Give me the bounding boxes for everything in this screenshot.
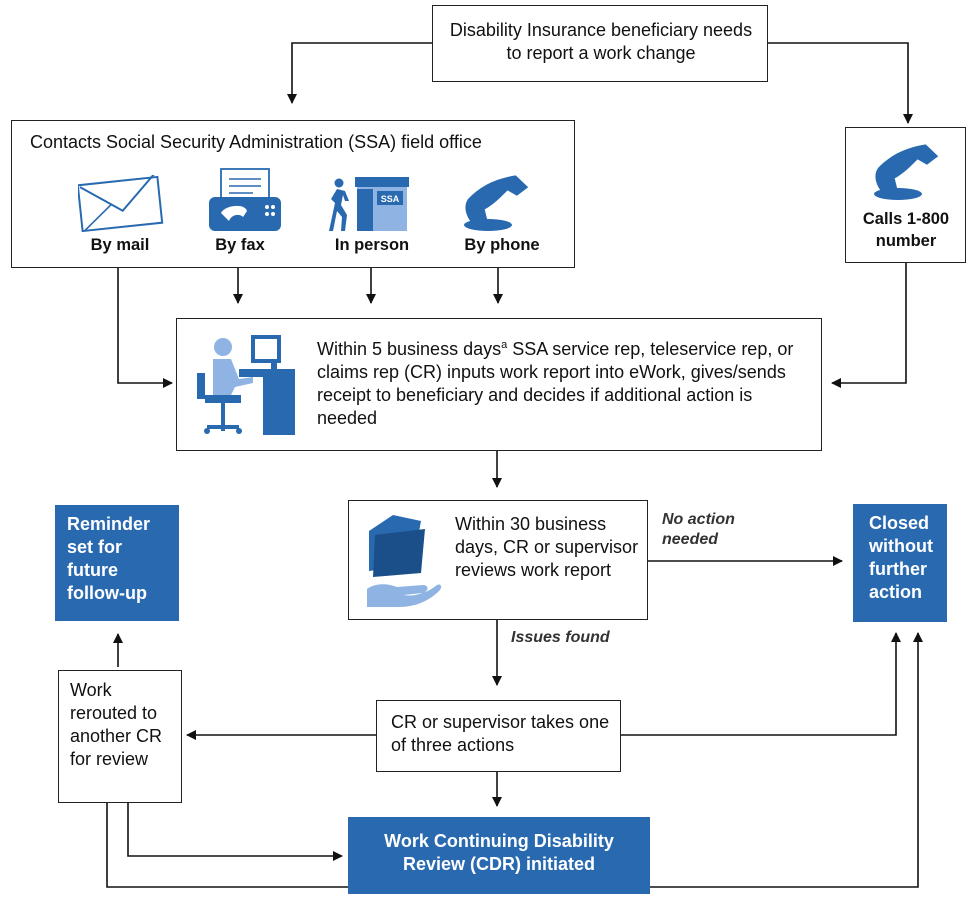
edge-label-no-action: No action needed <box>662 511 735 548</box>
envelope-icon <box>78 175 164 233</box>
reminder-node-text: Reminder set for future follow-up <box>67 514 151 603</box>
fax-icon <box>209 168 281 231</box>
rerouted-node-text: Work rerouted to another CR for review <box>70 680 163 769</box>
field-office-node: Contacts Social Security Administration … <box>11 120 575 268</box>
arrow-rerouted-to-cdr <box>127 803 343 861</box>
ssa-sign-text: SSA <box>381 194 400 204</box>
arrow-start-to-call-center <box>768 42 913 124</box>
start-node: Disability Insurance beneficiary needs t… <box>432 5 768 82</box>
person-at-computer-icon <box>197 335 295 435</box>
call-center-node: Calls 1-800 number <box>845 127 966 263</box>
call-center-label: Calls 1-800 number <box>862 210 950 250</box>
field-office-title: Contacts Social Security Administration … <box>30 132 482 152</box>
method-label-fax: By fax <box>215 236 265 254</box>
reminder-node: Reminder set for future follow-up <box>55 505 179 621</box>
input-node-text-pre: Within 5 business days <box>317 339 502 359</box>
actions-node: CR or supervisor takes one of three acti… <box>376 700 621 772</box>
method-label-mail: By mail <box>90 236 150 254</box>
closed-node: Closed without further action <box>853 504 947 622</box>
cdr-node: Work Continuing Disability Review (CDR) … <box>348 817 650 894</box>
folder-in-hand-icon <box>367 515 442 607</box>
phone-handset-icon <box>874 144 939 200</box>
rerouted-node: Work rerouted to another CR for review <box>58 670 182 803</box>
closed-node-text: Closed without further action <box>869 513 933 602</box>
footnote-marker: a <box>501 339 508 351</box>
edge-label-issues: Issues found <box>511 629 610 646</box>
method-label-phone: By phone <box>464 236 540 254</box>
input-node-text-post: SSA service rep, teleservice rep, or cla… <box>317 339 794 428</box>
start-node-text: Disability Insurance beneficiary needs t… <box>449 20 753 63</box>
actions-node-text: CR or supervisor takes one of three acti… <box>391 712 610 755</box>
review-node: Within 30 business days, CR or superviso… <box>348 500 648 620</box>
input-node-text: Within 5 business daysa SSA service rep,… <box>317 334 817 430</box>
arrow-mail-to-input <box>117 268 173 388</box>
arrow-call-to-input <box>831 263 907 388</box>
method-label-in-person: In person <box>334 236 410 254</box>
arrow-start-to-field-office <box>287 42 432 104</box>
cdr-node-text: Work Continuing Disability Review (CDR) … <box>384 831 614 874</box>
review-node-text: Within 30 business days, CR or superviso… <box>455 514 639 580</box>
arrow-actions-to-closed <box>621 632 901 736</box>
phone-handset-icon <box>464 175 529 231</box>
person-entering-office-icon: SSA <box>329 177 409 231</box>
input-node: Within 5 business daysa SSA service rep,… <box>176 318 822 451</box>
